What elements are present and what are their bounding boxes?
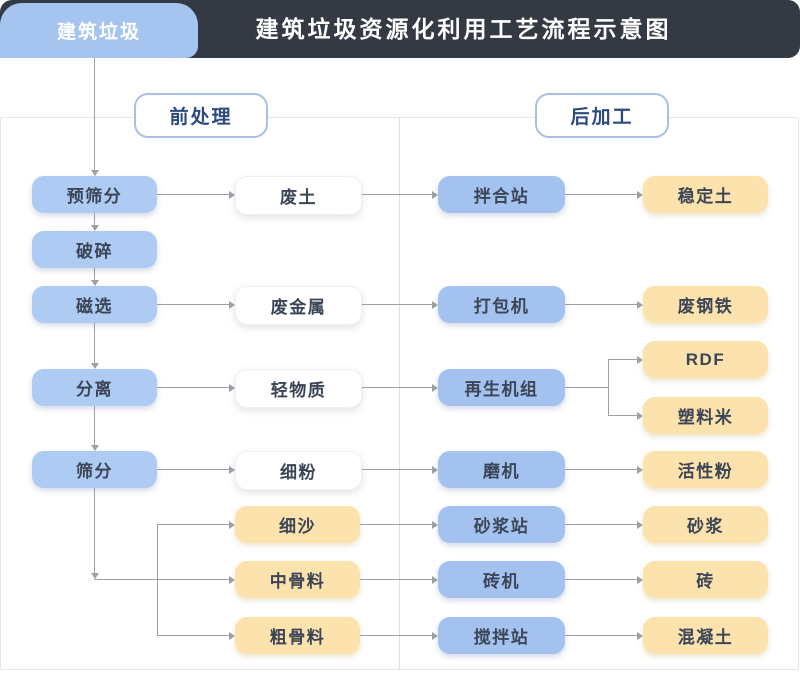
connector-line xyxy=(360,635,432,636)
arrowhead-right-icon xyxy=(432,465,438,474)
connector-line xyxy=(565,635,637,636)
connector-line xyxy=(94,406,95,445)
flow-node-blue: 磁选 xyxy=(32,286,157,323)
arrowhead-right-icon xyxy=(637,190,643,199)
flow-node-yellow: 混凝土 xyxy=(643,617,768,654)
flow-node-yellow: 砂浆 xyxy=(643,506,768,543)
section-label-post: 后加工 xyxy=(535,93,669,138)
arrowhead-right-icon xyxy=(229,520,235,529)
arrowhead-right-icon xyxy=(432,383,438,392)
page-title: 建筑垃圾资源化利用工艺流程示意图 xyxy=(255,16,672,42)
arrowhead-right-icon xyxy=(637,355,643,364)
connector-line xyxy=(565,387,608,388)
connector-line xyxy=(360,524,432,525)
connector-line xyxy=(157,387,229,388)
arrowhead-right-icon xyxy=(432,520,438,529)
connector-line xyxy=(360,304,432,305)
connector-line xyxy=(94,58,95,170)
arrowhead-down-icon xyxy=(90,225,99,231)
flow-node-blue: 破碎 xyxy=(32,231,157,268)
connector-line xyxy=(157,304,229,305)
flow-node-blue: 预筛分 xyxy=(32,176,157,213)
connector-line xyxy=(360,387,432,388)
connector-line xyxy=(565,304,637,305)
flow-node-blue2: 再生机组 xyxy=(438,369,565,406)
connector-line xyxy=(565,194,637,195)
arrowhead-down-icon xyxy=(90,363,99,369)
connector-line xyxy=(94,323,95,363)
connector-line xyxy=(94,488,95,573)
flow-node-yellow: 粗骨料 xyxy=(235,617,360,654)
arrowhead-right-icon xyxy=(229,190,235,199)
flow-node-white: 轻物质 xyxy=(235,369,362,408)
connector-line xyxy=(565,524,637,525)
source-tab: 建筑垃圾 xyxy=(0,3,198,58)
connector-line xyxy=(94,213,95,225)
arrowhead-right-icon xyxy=(637,631,643,640)
flow-node-yellow: 塑料米 xyxy=(643,397,768,434)
connector-line xyxy=(94,579,229,580)
connector-line xyxy=(360,579,432,580)
arrowhead-right-icon xyxy=(637,411,643,420)
flow-node-yellow: 细沙 xyxy=(235,506,360,543)
flow-node-yellow: 中骨料 xyxy=(235,561,360,598)
arrowhead-down-icon xyxy=(90,445,99,451)
arrowhead-right-icon xyxy=(229,300,235,309)
connector-line xyxy=(157,635,229,636)
arrowhead-down-icon xyxy=(90,280,99,286)
arrowhead-right-icon xyxy=(432,575,438,584)
connector-line xyxy=(608,359,609,416)
flow-node-blue2: 砖机 xyxy=(438,561,565,598)
flow-node-yellow: 活性粉 xyxy=(643,451,768,488)
connector-line xyxy=(608,359,637,360)
flow-node-yellow: 稳定土 xyxy=(643,176,768,213)
arrowhead-right-icon xyxy=(432,190,438,199)
arrowhead-right-icon xyxy=(432,300,438,309)
flow-node-blue2: 搅拌站 xyxy=(438,617,565,654)
connector-line xyxy=(157,194,229,195)
connector-line xyxy=(565,469,637,470)
connector-line xyxy=(565,579,637,580)
connector-line xyxy=(157,524,158,636)
connector-line xyxy=(360,194,432,195)
connector-line xyxy=(608,415,637,416)
arrowhead-right-icon xyxy=(637,520,643,529)
arrowhead-right-icon xyxy=(229,383,235,392)
arrowhead-right-icon xyxy=(637,465,643,474)
flow-node-white: 废金属 xyxy=(235,286,362,325)
flow-node-yellow: 废钢铁 xyxy=(643,286,768,323)
arrowhead-right-icon xyxy=(229,465,235,474)
arrowhead-right-icon xyxy=(637,575,643,584)
flow-node-blue: 分离 xyxy=(32,369,157,406)
arrowhead-right-icon xyxy=(432,631,438,640)
flow-node-yellow: RDF xyxy=(643,341,768,378)
connector-line xyxy=(157,469,229,470)
section-label-pre: 前处理 xyxy=(134,93,268,138)
flow-node-blue2: 拌合站 xyxy=(438,176,565,213)
connector-line xyxy=(94,268,95,280)
flow-node-blue: 筛分 xyxy=(32,451,157,488)
flow-node-blue2: 打包机 xyxy=(438,286,565,323)
flow-node-white: 细粉 xyxy=(235,451,362,490)
flow-node-yellow: 砖 xyxy=(643,561,768,598)
arrowhead-down-icon xyxy=(90,573,99,579)
arrowhead-down-icon xyxy=(90,170,99,176)
flow-node-blue2: 磨机 xyxy=(438,451,565,488)
connector-line xyxy=(157,524,229,525)
flow-node-white: 废土 xyxy=(235,176,362,215)
arrowhead-right-icon xyxy=(229,575,235,584)
arrowhead-right-icon xyxy=(229,631,235,640)
connector-line xyxy=(360,469,432,470)
flow-node-blue2: 砂浆站 xyxy=(438,506,565,543)
arrowhead-right-icon xyxy=(637,300,643,309)
section-divider xyxy=(399,117,400,670)
